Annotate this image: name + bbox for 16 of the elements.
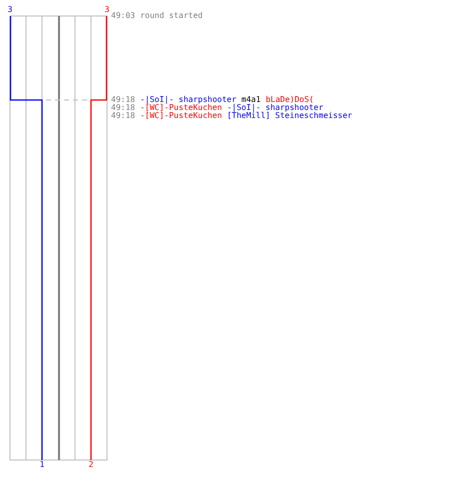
timestamp: 49:18 — [111, 95, 136, 104]
timestamp: 49:03 — [111, 11, 136, 20]
player-count: 3 — [8, 6, 12, 14]
player-name: -|SoI|- sharpshooter — [226, 103, 324, 112]
player-count: 2 — [88, 461, 94, 469]
player-name: -[WC]-PusteKuchen — [140, 103, 222, 112]
timestamp: 49:18 — [111, 103, 136, 112]
player-name: [TheMill] Steineschmeisser — [226, 111, 352, 120]
player-name: -[WC]-PusteKuchen — [140, 111, 222, 120]
event-text: round started — [140, 11, 203, 20]
timestamp: 49:18 — [111, 111, 136, 120]
player-name: bLaDe)DoS( — [266, 95, 314, 104]
weapon-name: m4a1 — [241, 95, 261, 104]
player-count: 3 — [104, 6, 110, 14]
player-name: -|SoI|- sharpshooter — [140, 95, 236, 104]
player-count: 1 — [40, 461, 44, 469]
